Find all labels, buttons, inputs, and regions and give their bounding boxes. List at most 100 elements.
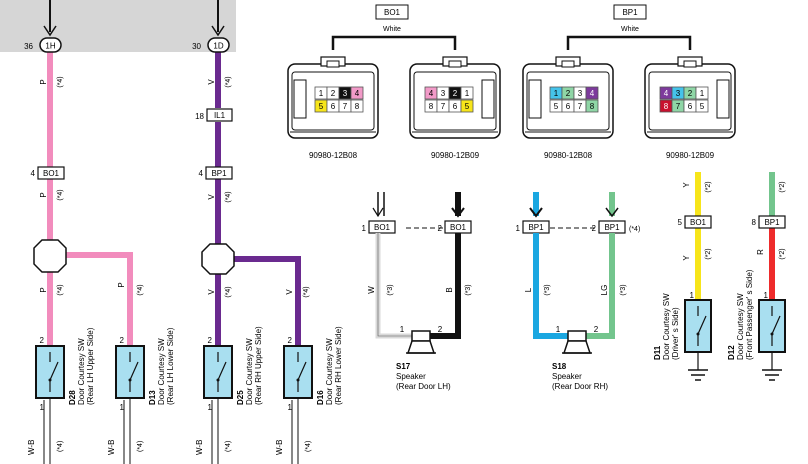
- svg-text:LG: LG: [600, 285, 609, 296]
- svg-text:1: 1: [764, 291, 769, 300]
- svg-text:R: R: [756, 249, 765, 255]
- svg-text:(*2): (*2): [779, 181, 786, 192]
- bp1-right-part: 90980-12B09: [666, 151, 715, 160]
- switch-d12-circuit: (*2) 8 BP1 R (*2) 1 D12 Door Courtesy SW…: [727, 172, 786, 381]
- switch-d28-loc: (Rear LH Upper Side): [86, 327, 95, 405]
- svg-text:2: 2: [40, 336, 45, 345]
- connector-pin: [585, 99, 599, 113]
- svg-text:(*3): (*3): [465, 284, 472, 295]
- switch-d12-desc: Door Courtesy SW: [736, 293, 745, 360]
- svg-text:(*2): (*2): [705, 248, 712, 259]
- connector-pin-label: 4: [429, 89, 434, 98]
- connector-1h-pin: 36: [24, 42, 33, 51]
- svg-text:1: 1: [120, 403, 125, 412]
- pink-bo1-label: BO1: [43, 169, 60, 178]
- connector-pin-label: 4: [355, 89, 360, 98]
- connector-pin-label: 2: [453, 89, 458, 98]
- switch-d13-id: D13: [148, 390, 157, 405]
- switch-d16-loc: (Rear RH Lower Side): [334, 326, 343, 405]
- connector-1d: 30 1D: [192, 37, 230, 53]
- pink-bo1-pin: 4: [31, 169, 36, 178]
- bp1-left-part: 90980-12B08: [544, 151, 593, 160]
- svg-text:(*3): (*3): [544, 284, 551, 295]
- switch-d11-id: D11: [653, 345, 662, 360]
- s17-conn2: BO1: [450, 223, 467, 232]
- speaker-s18-id: S18: [552, 362, 567, 371]
- purple-il1-label: IL1: [214, 111, 226, 120]
- svg-text:2: 2: [288, 336, 293, 345]
- pink-branch-color: P: [117, 282, 126, 287]
- switch-d25-id: D25: [236, 390, 245, 405]
- bo1-color: White: [383, 26, 401, 33]
- svg-text:1: 1: [288, 403, 293, 412]
- switch-d13: 2 1 D13 Door Courtesy SW (Rear LH Lower …: [107, 327, 175, 455]
- connector-pin-label: 6: [566, 102, 571, 111]
- pink-junction: [33, 239, 67, 273]
- connector-1d-label: 1D: [213, 42, 223, 51]
- bp1-color: White: [621, 26, 639, 33]
- svg-text:Y: Y: [682, 255, 691, 261]
- connector-pin-label: 7: [343, 102, 348, 111]
- switch-d28-wire: W-B: [27, 440, 36, 455]
- svg-text:1: 1: [690, 291, 695, 300]
- svg-text:2: 2: [120, 336, 125, 345]
- switch-d25-desc: Door Courtesy SW: [245, 338, 254, 405]
- connector-1h: 36 1H: [24, 37, 62, 53]
- purple-wire-mult: (*4): [225, 76, 232, 87]
- connector-pin: [350, 86, 364, 100]
- connector-pin-label: 7: [676, 102, 681, 111]
- speaker-s17-icon: [411, 330, 431, 342]
- connector-1h-label: 1H: [45, 42, 55, 51]
- switch-d25-mult: (*4): [225, 441, 232, 452]
- purple-wire-mult-2: (*4): [225, 191, 232, 202]
- speaker-s18-name: Speaker: [552, 372, 582, 381]
- connector-pin-label: 3: [578, 89, 583, 98]
- pink-wire-mult: (*4): [57, 76, 64, 87]
- connector-pin-label: 1: [319, 89, 324, 98]
- purple-branch-mult: (*4): [303, 286, 310, 297]
- svg-text:(*2): (*2): [779, 248, 786, 259]
- connector-pin-label: 5: [319, 102, 324, 111]
- connector-pin-label: 1: [554, 89, 559, 98]
- switch-d16-id: D16: [316, 390, 325, 405]
- pink-wire-system: [33, 0, 133, 464]
- switch-d28-mult: (*4): [57, 441, 64, 452]
- svg-text:L: L: [524, 287, 533, 292]
- connector-pin-label: 2: [331, 89, 336, 98]
- pink-wire-color-3: P: [39, 287, 48, 292]
- connector-pin-label: 5: [700, 102, 705, 111]
- switch-d28-id: D28: [68, 390, 77, 405]
- svg-text:1: 1: [362, 224, 367, 233]
- switch-d13-loc: (Rear LH Lower Side): [166, 327, 175, 405]
- bp1-title: BP1: [622, 8, 638, 17]
- connector-pin-label: 2: [688, 89, 693, 98]
- connector-pin-label: 3: [343, 89, 348, 98]
- switch-d13-wire: W-B: [107, 440, 116, 455]
- svg-text:8: 8: [752, 218, 757, 227]
- connector-pin-label: 7: [441, 102, 446, 111]
- connector-pin-label: 5: [465, 102, 470, 111]
- switch-d12-id: D12: [727, 345, 736, 360]
- purple-wire-color-3: V: [207, 289, 216, 295]
- svg-text:2: 2: [438, 325, 443, 334]
- connector-pin: [350, 99, 364, 113]
- svg-text:1: 1: [556, 325, 561, 334]
- connector-pin: [460, 86, 474, 100]
- switch-d13-mult: (*4): [137, 441, 144, 452]
- connector-pin-label: 4: [664, 89, 669, 98]
- pink-wire-color-2: P: [39, 192, 48, 197]
- switch-d16-mult: (*4): [305, 441, 312, 452]
- switch-d28: 2 1 D28 Door Courtesy SW (Rear LH Upper …: [27, 327, 95, 455]
- connector-pin: [695, 99, 709, 113]
- d12-conn: BP1: [764, 218, 780, 227]
- speaker-s17-circuit: 1 BO1 2 BO1 W (*3) B (*3) 1 2 S17 Speake…: [362, 192, 472, 391]
- switch-d11-loc: (Driver' s Side): [671, 307, 680, 360]
- pink-wire-mult-3: (*4): [57, 284, 64, 295]
- connector-pin-label: 1: [700, 89, 705, 98]
- connector-1d-pin: 30: [192, 42, 201, 51]
- purple-bp1-pin: 4: [199, 169, 204, 178]
- purple-il1-pin: 18: [195, 112, 204, 121]
